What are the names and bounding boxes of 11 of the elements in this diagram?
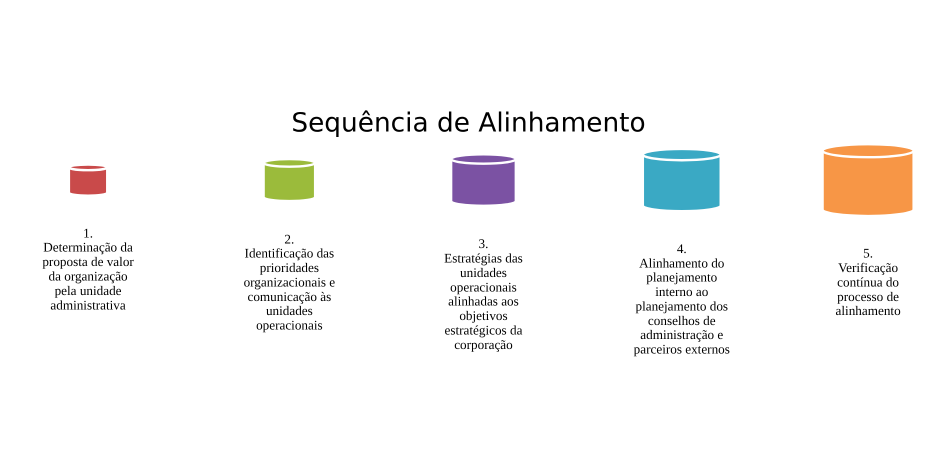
node-label: 4. — [676, 240, 687, 256]
node-label: Alinhamento do planejamento interno ao planejamento dos conselhos de administração e parceiros externos — [634, 255, 730, 357]
node-label: 2. — [284, 231, 294, 246]
node-label: 5. — [863, 246, 874, 261]
node-label: 3. — [478, 236, 488, 252]
node-label: 1. — [83, 225, 94, 240]
node-label: Identificação das prioridades organizacionais e comunicação às unidades operacionais — [244, 246, 336, 333]
node-label: Determinação da proposta de valor da organização pela unidade administrativa — [42, 240, 134, 312]
node-label: Verificação contínua do processo de alinhamento — [836, 260, 901, 318]
node-label: Estratégias das unidades operacionais alinhadas aos objetivos estratégicos da corporação — [444, 250, 523, 352]
diagram-title: Sequência de Alinhamento — [291, 108, 646, 139]
